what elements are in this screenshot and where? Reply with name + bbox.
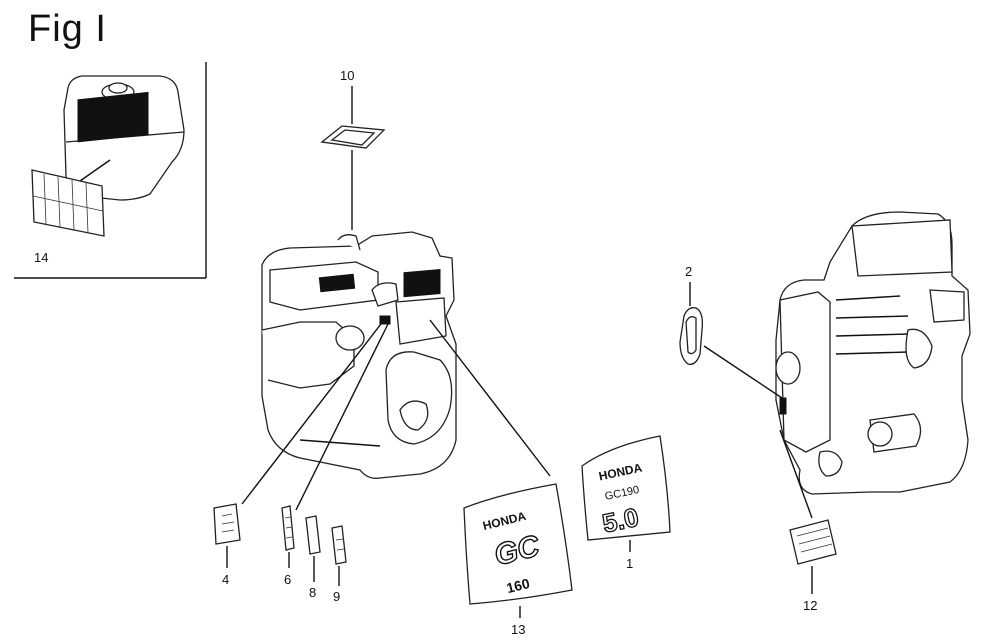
decal-13-size: 160 bbox=[505, 575, 532, 596]
engine-left bbox=[261, 231, 457, 479]
engine-right bbox=[775, 211, 971, 495]
figure-title: Fig I bbox=[28, 8, 107, 50]
part-8-strip bbox=[305, 515, 321, 582]
inset-frame bbox=[14, 62, 207, 279]
air-cleaner-cover bbox=[63, 75, 185, 201]
callout-8: 8 bbox=[309, 585, 316, 600]
part-14-label-sheet bbox=[31, 169, 105, 237]
part-4-small-label bbox=[213, 503, 241, 568]
callout-6: 6 bbox=[284, 572, 291, 587]
part-10-label bbox=[320, 86, 386, 230]
callout-2: 2 bbox=[685, 264, 692, 279]
part-1-model-decal: HONDA GC190 5.0 bbox=[581, 435, 671, 552]
callout-12: 12 bbox=[803, 598, 817, 613]
part-6-strip bbox=[281, 505, 295, 568]
callout-1: 1 bbox=[626, 556, 633, 571]
leader-lines-left bbox=[241, 319, 551, 511]
callout-9: 9 bbox=[333, 589, 340, 604]
callout-13: 13 bbox=[511, 622, 525, 637]
callout-10: 10 bbox=[340, 68, 354, 83]
part-13-logo-decal: HONDA GC 160 bbox=[463, 483, 573, 618]
part-12-label bbox=[779, 429, 837, 594]
callout-14: 14 bbox=[34, 250, 48, 265]
part-2-emblem bbox=[679, 282, 783, 399]
callout-4: 4 bbox=[222, 572, 229, 587]
part-9-strip bbox=[331, 525, 347, 586]
